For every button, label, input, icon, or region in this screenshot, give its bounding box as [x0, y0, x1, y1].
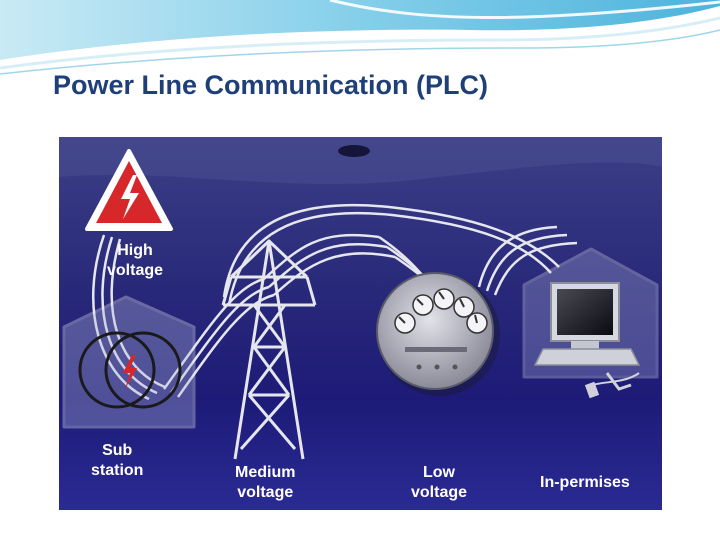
computer-icon [522, 247, 659, 399]
label-high-voltage: High voltage [107, 242, 164, 279]
header-swoosh [0, 0, 720, 75]
transmission-tower-icon [221, 239, 317, 460]
label-in-premises: In-permises [540, 474, 630, 491]
slide-title: Power Line Communication (PLC) [53, 70, 489, 100]
label-sub-station: Sub station [91, 442, 144, 479]
power-lines [92, 203, 578, 401]
label-medium-voltage: Medium voltage [235, 464, 296, 501]
label-low-voltage: Low voltage [411, 464, 468, 501]
plc-diagram: High voltage Sub station Medium voltage … [59, 137, 662, 510]
substation-transformer-icon [62, 295, 196, 429]
electric-meter-icon [376, 272, 500, 396]
high-voltage-warning-icon [85, 149, 173, 231]
